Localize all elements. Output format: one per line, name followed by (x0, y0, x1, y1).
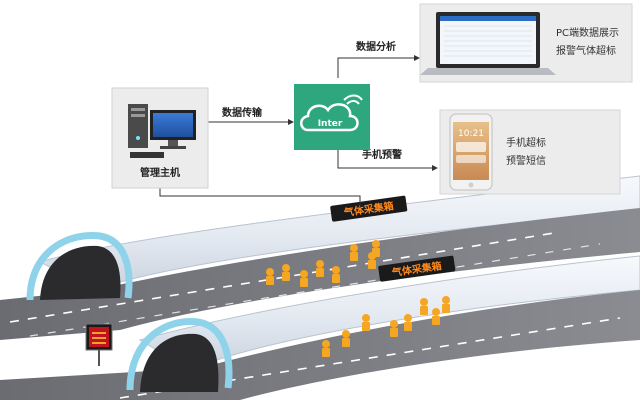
workers-lower (322, 296, 450, 357)
link-tunnel-to-host (159, 188, 361, 208)
warning-sign-icon (85, 323, 113, 366)
pc-label-line2: 报警气体超标 (556, 44, 616, 57)
upper-road-lane-marks-2 (29, 243, 601, 337)
link-label-alert: 手机预警 (362, 148, 402, 161)
construction-worker-icon (300, 270, 308, 287)
phone-box: 10:21 手机超标 预警短信 (439, 109, 621, 195)
construction-worker-icon (322, 340, 330, 357)
upper-tunnel-tube (38, 175, 640, 291)
tunnel-scene: 气体采集箱 气体采集箱 (0, 175, 640, 400)
construction-worker-icon (442, 296, 450, 313)
gas-collector-tag-1: 气体采集箱 (330, 195, 408, 222)
workers-upper (266, 240, 380, 287)
upper-tunnel-portal (40, 245, 121, 300)
construction-worker-icon (420, 298, 428, 315)
construction-worker-icon (282, 264, 290, 281)
phone-time: 10:21 (458, 129, 484, 139)
host-label: 管理主机 (140, 166, 180, 179)
cloud-wifi-icon (300, 94, 363, 132)
link-label-analysis: 数据分析 (356, 40, 396, 53)
construction-worker-icon (316, 260, 324, 277)
construction-worker-icon (372, 240, 380, 257)
construction-worker-icon (342, 330, 350, 347)
lower-tunnel-tube (138, 255, 640, 371)
laptop-icon (420, 12, 556, 75)
pc-label-line1: PC端数据展示 (556, 26, 619, 39)
host-box: 管理主机 (111, 87, 209, 189)
link-label-transfer: 数据传输 (222, 106, 263, 119)
construction-worker-icon (266, 268, 274, 285)
lower-tunnel-portal (140, 333, 219, 392)
gas-collector-tag-2: 气体采集箱 (378, 255, 456, 282)
construction-worker-icon (332, 266, 340, 283)
pc-box: PC端数据展示 报警气体超标 (419, 3, 633, 83)
phone-label-line1: 手机超标 (506, 136, 546, 149)
phone-label-line2: 预警短信 (506, 154, 546, 167)
construction-worker-icon (362, 314, 370, 331)
lower-tunnel-rim (126, 318, 233, 391)
link-cloud-to-pc (337, 57, 414, 78)
link-cloud-to-phone (337, 150, 432, 169)
construction-worker-icon (404, 314, 412, 331)
lower-road-lane-marks (119, 317, 621, 399)
desktop-computer-icon (128, 104, 196, 158)
smartphone-icon: 10:21 (449, 113, 493, 191)
construction-worker-icon (432, 308, 440, 325)
connectors (157, 55, 438, 208)
construction-worker-icon (350, 244, 358, 261)
cloud-box: Inter (294, 84, 370, 150)
upper-tunnel-rim (26, 231, 133, 301)
cloud-label: Inter (318, 119, 343, 129)
construction-worker-icon (390, 320, 398, 337)
